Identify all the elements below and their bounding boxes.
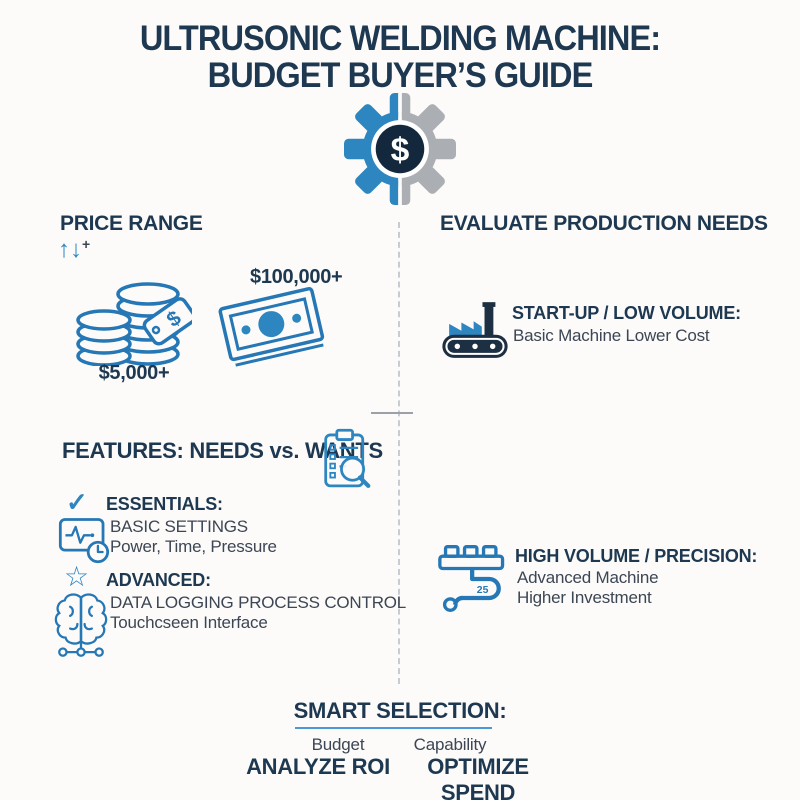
arrow-down-icon: ↓ [70,236,82,263]
smart-col1-label: Budget [311,735,365,754]
advanced-title: ADVANCED: [106,570,211,590]
automated-machine-icon: 25 [437,540,513,616]
production-needs-heading: EVALUATE PRODUCTION NEEDS [440,212,768,235]
clipboard-magnifier-icon [322,428,372,490]
check-icon: ✓ [66,487,88,517]
essentials-line1: BASIC SETTINGS [110,517,248,536]
plus-glyph: + [82,236,91,252]
highvol-title: HIGH VOLUME / PRECISION: [515,546,758,566]
title-line-1: ULTRUSONIC WELDING MACHINE: [139,19,661,58]
startup-desc: Basic Machine Lower Cost [513,326,710,345]
center-dashed-divider [398,222,400,684]
arrow-up-icon: ↑ [58,236,70,263]
smart-selection-heading: SMART SELECTION: [293,698,507,723]
factory-conveyor-icon [441,294,509,362]
essentials-title: ESSENTIALS: [106,494,223,514]
smart-selection-underline [295,727,492,729]
smart-col2-action: OPTIMIZE SPEND [427,754,529,800]
title-line-2: BUDGET BUYER’S GUIDE [207,56,594,95]
highvol-desc2: Higher Investment [517,588,652,607]
star-icon: ☆ [64,561,90,592]
monitor-clock-icon [58,514,110,564]
highvol-desc1: Advanced Machine [517,568,659,587]
high-price-label: $100,000+ [250,266,343,288]
center-tick-line [371,412,413,414]
advanced-line1: DATA LOGGING PROCESS CONTROL [110,593,407,612]
price-arrows-icon: ↑↓+ [58,236,90,262]
price-range-heading: PRICE RANGE [60,212,203,235]
machine-icon-number: 25 [477,585,489,596]
smart-col2-label: Capability [413,735,487,754]
page-title: ULTRUSONIC WELDING MACHINE: BUDGET BUYER… [28,20,772,94]
coins-price-tag-icon: $ [76,266,192,366]
advanced-line2: Touchcseen Interface [110,613,268,632]
smart-col1-action: ANALYZE ROI [246,754,390,779]
gear-dollar-icon: $ [344,92,456,206]
gear-dollar-glyph: $ [391,132,410,169]
brain-circuit-icon [52,588,110,660]
low-price-label: $5,000+ [98,362,170,384]
startup-title: START-UP / LOW VOLUME: [512,303,741,323]
essentials-line2: Power, Time, Pressure [110,537,277,556]
banknote-icon [218,284,326,370]
